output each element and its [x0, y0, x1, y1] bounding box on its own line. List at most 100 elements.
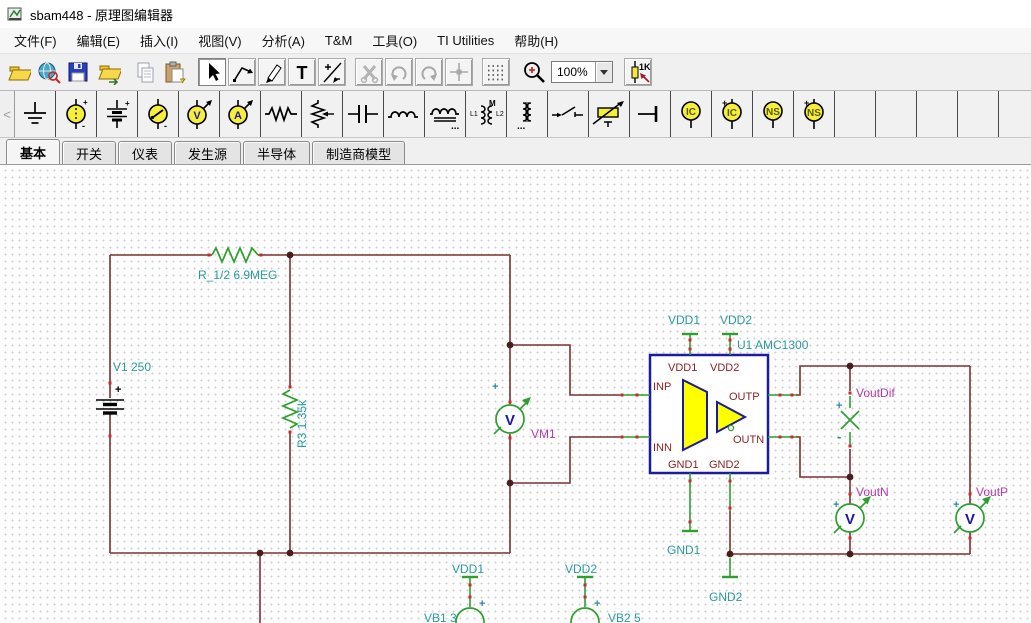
component-battery-button[interactable]: +	[97, 91, 138, 137]
delete-button[interactable]	[355, 58, 383, 86]
dimension-tool-button[interactable]	[318, 58, 346, 86]
vdd1-bottom-source[interactable]: VDD1 + VB1 3	[424, 562, 485, 623]
battery-v1[interactable]: + V1 250	[96, 360, 151, 415]
generator-icon: -	[148, 99, 168, 130]
vdd2-top-terminal[interactable]: VDD2	[720, 313, 752, 336]
tab-switches[interactable]: 开关	[62, 141, 117, 164]
component-varistor-button[interactable]	[589, 91, 630, 137]
vdd1-top-terminal[interactable]: VDD1	[668, 313, 700, 336]
gnd1-terminal[interactable]: GND1	[667, 529, 701, 557]
voltmeter-vm1[interactable]: V + VM1	[492, 381, 556, 441]
component-scroll-left-button[interactable]: <	[0, 91, 15, 137]
floppy-disk-icon	[68, 62, 88, 82]
vdd2-bottom-source[interactable]: VDD2 + VB2 5	[565, 562, 641, 623]
svg-text:V: V	[193, 110, 201, 122]
voutp-letter: V	[965, 511, 975, 528]
wire-tool-button[interactable]	[228, 58, 256, 86]
resistor-r3-label: R3 1.35k	[295, 399, 309, 448]
component-voltage-source-button[interactable]: + -	[56, 91, 97, 137]
component-voltmeter-button[interactable]: V	[179, 91, 220, 137]
resistor-r12[interactable]: R_1/2 6.9MEG	[198, 245, 277, 282]
svg-text:-: -	[164, 121, 167, 130]
component-terminal-button[interactable]	[630, 91, 671, 137]
export-button[interactable]	[94, 58, 122, 86]
move-node-button[interactable]	[445, 58, 473, 86]
tab-sources[interactable]: 发生源	[174, 141, 242, 164]
zoom-in-button[interactable]	[519, 58, 547, 86]
menu-tools[interactable]: 工具(O)	[372, 34, 418, 49]
schematic-canvas[interactable]: + V1 250 R_1/2 6.9MEG R3 1.35k V	[0, 165, 1031, 623]
voltmeter-voutp[interactable]: V + VoutP	[953, 485, 1008, 534]
svg-text:A: A	[234, 110, 242, 122]
toolbar-separator	[190, 58, 197, 86]
grid-toggle-button[interactable]	[482, 58, 510, 86]
menu-help[interactable]: 帮助(H)	[514, 34, 559, 49]
vdd2-bottom-label: VDD2	[565, 562, 597, 576]
terminal-icon	[638, 106, 658, 122]
component-ground-button[interactable]	[15, 91, 56, 137]
component-capacitor-button[interactable]	[343, 91, 384, 137]
zoom-dropdown-button[interactable]	[595, 62, 612, 82]
pencil-tool-button[interactable]	[258, 58, 286, 86]
component-transformer-button[interactable]: ...	[507, 91, 548, 137]
voutdif-minus-sign: -	[837, 429, 841, 444]
component-resistor-button[interactable]	[261, 91, 302, 137]
coupled-inductors-icon: M L1 L2	[470, 99, 504, 125]
component-ic-pin-button[interactable]: IC	[671, 91, 712, 137]
svg-text:M: M	[489, 99, 496, 108]
undo-button[interactable]	[385, 58, 413, 86]
voltmeter-voutn[interactable]: V + VoutN	[833, 485, 889, 534]
varistor-icon	[592, 101, 624, 127]
search-web-button[interactable]	[34, 58, 62, 86]
component-inductor-button[interactable]	[384, 91, 425, 137]
capacitor-icon	[348, 105, 378, 123]
open-file-button[interactable]	[4, 58, 32, 86]
text-tool-button[interactable]: T	[288, 58, 316, 86]
component-ammeter-button[interactable]: A	[220, 91, 261, 137]
ammeter-icon: A	[228, 100, 253, 129]
menu-edit[interactable]: 编辑(E)	[76, 34, 120, 49]
voutdif-label: VoutDif	[856, 386, 895, 400]
save-button[interactable]	[64, 58, 92, 86]
select-tool-button[interactable]	[198, 58, 226, 86]
zoom-level-combobox[interactable]: 100%	[551, 61, 613, 83]
battery-v1-label: V1 250	[113, 360, 151, 374]
menu-insert[interactable]: 插入(I)	[139, 34, 179, 49]
component-generator-button[interactable]: -	[138, 91, 179, 137]
paste-button[interactable]	[161, 58, 189, 86]
component-ic-pin-plus-button[interactable]: + IC	[712, 91, 753, 137]
tab-manufacturer-models[interactable]: 制造商模型	[312, 141, 406, 164]
menu-file[interactable]: 文件(F)	[14, 34, 57, 49]
menu-analysis[interactable]: 分析(A)	[261, 34, 305, 49]
component-potentiometer-button[interactable]	[302, 91, 343, 137]
svg-text:+: +	[83, 98, 88, 107]
component-ns-pin-button[interactable]: NS	[753, 91, 794, 137]
menu-tm[interactable]: T&M	[324, 33, 353, 48]
show-values-button[interactable]: 1K	[624, 58, 652, 86]
component-ns-pin-plus-button[interactable]: + NS	[794, 91, 835, 137]
ic-pin-label-vdd2: VDD2	[710, 362, 739, 374]
voutn-label: VoutN	[856, 485, 889, 499]
zoom-in-icon	[524, 62, 545, 83]
component-empty-slot	[835, 91, 876, 137]
tab-basic[interactable]: 基本	[6, 139, 61, 164]
probe-voutdif[interactable]: + - VoutDif	[836, 386, 895, 445]
gnd2-terminal[interactable]: GND2	[709, 558, 743, 604]
voutn-plus-sign: +	[833, 499, 839, 511]
ic-u1-amc1300[interactable]: VDD1 VDD2 INP INN OUTP OUTN GND1 GND2 U1…	[648, 338, 809, 475]
tab-semiconductors[interactable]: 半导体	[243, 141, 311, 164]
menu-ti-utilities[interactable]: TI Utilities	[437, 33, 495, 48]
resistor-r12-label: R_1/2 6.9MEG	[198, 268, 277, 282]
component-inductor-core-button[interactable]: ...	[425, 91, 466, 137]
menu-bar: 文件(F) 编辑(E) 插入(I) 视图(V) 分析(A) T&M 工具(O) …	[0, 28, 1031, 54]
menu-view[interactable]: 视图(V)	[198, 34, 242, 49]
redo-button[interactable]	[415, 58, 443, 86]
component-category-tabs: 基本 开关 仪表 发生源 半导体 制造商模型	[0, 138, 1031, 165]
wires[interactable]	[109, 254, 971, 623]
resistor-r3[interactable]: R3 1.35k	[280, 389, 309, 448]
copy-button[interactable]	[131, 58, 159, 86]
ic-pin-label-gnd2: GND2	[709, 459, 740, 471]
component-switch-button[interactable]	[548, 91, 589, 137]
tab-meters[interactable]: 仪表	[118, 141, 173, 164]
component-transformer-coupled-button[interactable]: M L1 L2	[466, 91, 507, 137]
